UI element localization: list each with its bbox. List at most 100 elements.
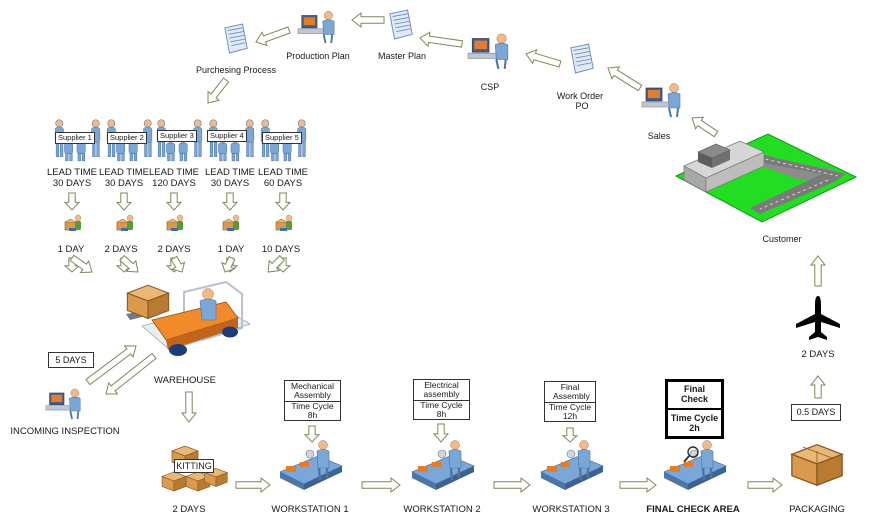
arrow-kitting-to-ws1 bbox=[235, 476, 271, 494]
supplier-4-delivery-icon bbox=[222, 214, 240, 232]
forklift-body-side bbox=[166, 318, 238, 350]
magnifier-handle-icon bbox=[683, 455, 690, 463]
po-label: PO bbox=[575, 101, 589, 111]
arrow-s5-to-warehouse bbox=[267, 255, 285, 273]
arrow-warehouse-to-inspection bbox=[105, 352, 157, 395]
workstation-1-info-box: Mechanical Assembly Time Cycle 8h bbox=[284, 380, 341, 421]
supplier-sign-5: Supplier 5 bbox=[262, 132, 302, 144]
factory-wall-right bbox=[705, 151, 765, 193]
kitting-box-left-icon bbox=[161, 471, 187, 492]
arrow-supplier-4-lead-down bbox=[221, 192, 239, 211]
supplier-sign-1: Supplier 1 bbox=[55, 132, 95, 144]
final-check-info-box: Final Check Time Cycle 2h bbox=[665, 379, 724, 439]
packaging-days-box: 0.5 DAYS bbox=[791, 404, 841, 421]
incoming-inspection-label: INCOMING INSPECTION bbox=[10, 426, 120, 437]
arrow-ws1-to-ws2 bbox=[361, 476, 401, 494]
workstation-2-name: WORKSTATION 2 bbox=[403, 504, 481, 515]
final-check-area-name: FINAL CHECK AREA bbox=[646, 504, 740, 515]
supplier-2-delivery-icon bbox=[116, 214, 134, 232]
supplier-4-lead-label: LEAD TIME bbox=[205, 167, 255, 178]
arrow-supplier-1-lead-down bbox=[63, 192, 81, 211]
supplier-1-delivery-icon bbox=[64, 214, 82, 232]
workstation-2-cycle-label: Time Cycle bbox=[414, 400, 469, 410]
forklift-driver-head bbox=[202, 288, 214, 300]
arrow-plane-to-customer bbox=[809, 255, 827, 287]
csp-worker-icon bbox=[467, 32, 509, 70]
factory-office-side bbox=[698, 152, 712, 168]
supplier-1-lead-days: 30 DAYS bbox=[52, 178, 92, 189]
workstation-2-title: Electrical assembly bbox=[423, 380, 460, 399]
arrow-supplier-5-lead-down bbox=[274, 192, 292, 211]
workstation-1-name: WORKSTATION 1 bbox=[271, 504, 349, 515]
final-check-cycle-label: Time Cycle bbox=[668, 408, 721, 423]
final-check-title: Final Check bbox=[680, 384, 708, 404]
arrow-warehouse-to-kitting bbox=[180, 391, 198, 423]
supplier-3-transit: 2 DAYS bbox=[157, 244, 191, 255]
supplier-4-transit: 1 DAY bbox=[217, 244, 245, 255]
workstation-1-icon bbox=[278, 439, 344, 491]
packaging-name: PACKAGING bbox=[789, 504, 845, 515]
forklift-driver-body bbox=[199, 298, 217, 321]
supplier-2-transit: 2 DAYS bbox=[104, 244, 138, 255]
shipping-days-label: 2 DAYS bbox=[801, 349, 835, 360]
arrow-s1-to-warehouse bbox=[69, 254, 93, 274]
kitting-box: KITTING bbox=[174, 459, 214, 473]
arrow-supplier-2-lead-down bbox=[115, 192, 133, 211]
workstation-3-name: WORKSTATION 3 bbox=[532, 504, 610, 515]
workstation-3-cycle: 12h bbox=[562, 411, 578, 421]
airplane-icon bbox=[796, 296, 840, 340]
workstation-2-icon bbox=[410, 439, 476, 491]
supplier-1-lead-label: LEAD TIME bbox=[47, 167, 97, 178]
workstation-3-cycle-label: Time Cycle bbox=[545, 402, 595, 412]
production-plan-worker-icon bbox=[297, 10, 336, 44]
arrow-s4-to-warehouse bbox=[221, 255, 236, 273]
supplier-sign-4: Supplier 4 bbox=[207, 130, 247, 142]
customer-label: Customer bbox=[762, 234, 802, 244]
arrow-packaging-up bbox=[809, 375, 827, 399]
final-check-cycle: 2h bbox=[689, 423, 700, 433]
packaging-box-tape bbox=[802, 446, 833, 485]
kitting-days-label: 2 DAYS bbox=[172, 504, 206, 515]
arrow-master-to-production bbox=[351, 11, 385, 29]
workstation-3-info-box: Final Assembly Time Cycle 12h bbox=[544, 381, 596, 422]
arrow-s2-to-warehouse bbox=[119, 254, 139, 273]
production-plan-label: Production Plan bbox=[286, 51, 350, 61]
supplier-4-lead-days: 30 DAYS bbox=[210, 178, 250, 189]
inspection-days-box: 5 DAYS bbox=[48, 352, 94, 368]
arrow-ws3-to-finalcheck bbox=[619, 476, 657, 494]
magnifier-lens-icon bbox=[687, 446, 699, 458]
customer-road-edge bbox=[740, 158, 842, 180]
work-order-document-icon bbox=[570, 43, 594, 74]
sales-worker-icon bbox=[641, 82, 681, 118]
workstation-1-cycle-label: Time Cycle bbox=[285, 401, 340, 411]
purchasing-document-icon bbox=[224, 23, 248, 54]
workstation-1-title: Mechanical Assembly bbox=[291, 381, 334, 400]
arrow-inspection-to-warehouse bbox=[85, 345, 137, 386]
workstation-2-info-box: Electrical assembly Time Cycle 8h bbox=[413, 379, 470, 420]
forklift-cargo-box-icon bbox=[126, 284, 170, 319]
arrow-supplier-1-transit-down bbox=[63, 257, 81, 273]
incoming-inspection-worker-icon bbox=[45, 388, 82, 420]
work-order-label: Work Order bbox=[556, 91, 604, 101]
arrow-supplier-3-lead-down bbox=[165, 192, 183, 211]
arrow-ws2-box-down bbox=[432, 423, 450, 443]
forklift-wheel-front bbox=[169, 344, 187, 356]
arrow-sales-to-workorder bbox=[607, 66, 643, 92]
warehouse-label: WAREHOUSE bbox=[154, 375, 216, 386]
workstation-3-title: Final Assembly bbox=[553, 382, 590, 401]
arrow-s3-to-warehouse bbox=[170, 255, 186, 273]
supplier-5-lead-days: 60 DAYS bbox=[263, 178, 303, 189]
workstation-1-cycle: 8h bbox=[307, 410, 318, 420]
supplier-3-lead-label: LEAD TIME bbox=[149, 167, 199, 178]
arrow-purchasing-to-suppliers bbox=[207, 77, 230, 104]
arrow-customer-to-sales bbox=[691, 116, 719, 138]
customer-road-markings bbox=[747, 154, 839, 210]
supplier-sign-2: Supplier 2 bbox=[107, 132, 147, 144]
supplier-5-transit: 10 DAYS bbox=[261, 244, 301, 255]
factory-office-front bbox=[712, 150, 730, 168]
master-plan-label: Master Plan bbox=[377, 51, 427, 61]
arrow-ws2-to-ws3 bbox=[493, 476, 531, 494]
forklift-wheel-back bbox=[222, 326, 238, 338]
